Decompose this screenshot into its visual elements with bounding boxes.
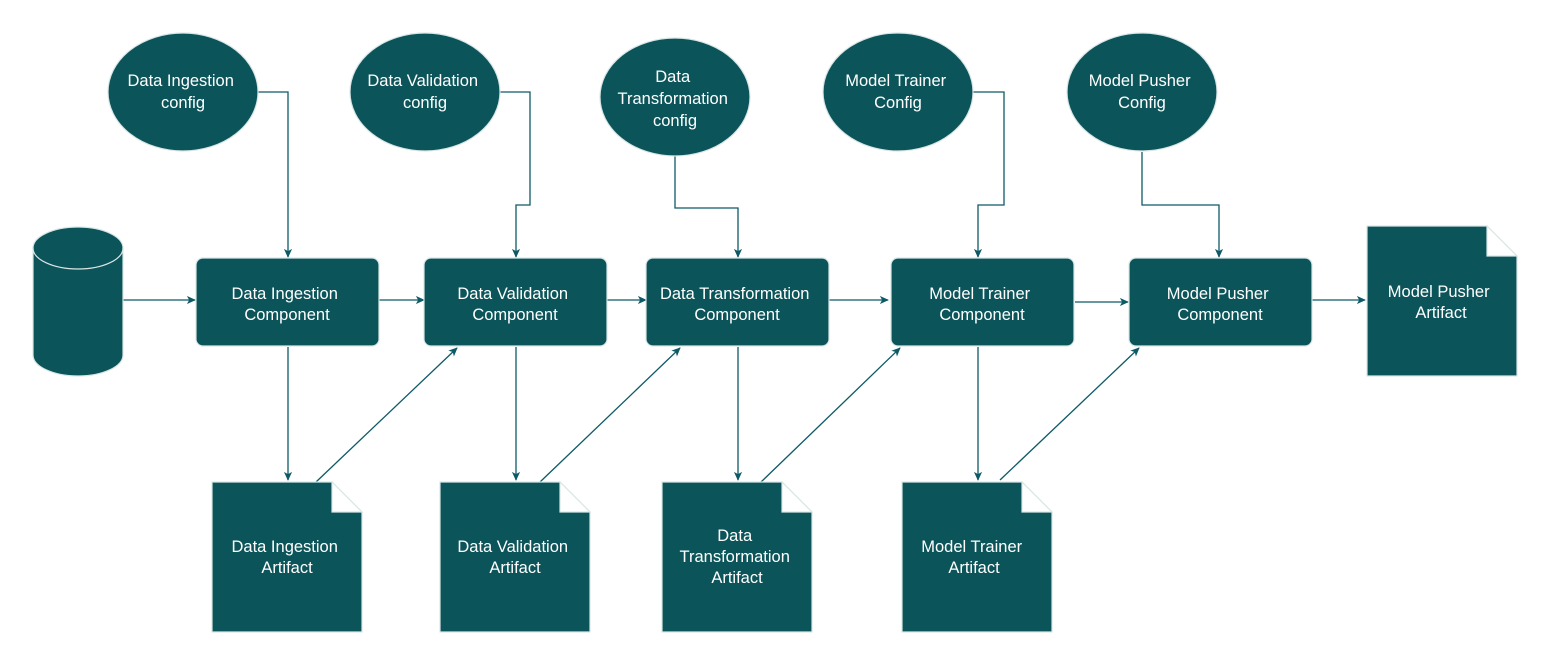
artifact-label-line: Artifact bbox=[711, 569, 763, 587]
component-box-data-ingestion: Data Ingestion Component bbox=[195, 257, 380, 347]
artifact-label-line: Artifact bbox=[489, 559, 541, 577]
svg-text:Data Transformation: Data Transformation Artifact bbox=[680, 527, 795, 587]
artifact-documents: Data Ingestion Artifact Data Validation … bbox=[211, 224, 1519, 633]
edge-ingestion-config-to-component bbox=[258, 91, 293, 258]
config-ellipses: Data Ingestion config Data Validation co… bbox=[107, 32, 1218, 157]
artifact-label-line: Artifact bbox=[948, 559, 1000, 577]
config-ellipse-data-transformation: Data Transformation config bbox=[599, 37, 751, 157]
edge-pusher-config-to-component bbox=[1141, 152, 1224, 258]
svg-text:Model Trainer Config: Model Trainer Config bbox=[845, 72, 950, 112]
edge-trainer-artifact-to-pusher bbox=[999, 347, 1140, 481]
svg-text:Data Ingestion Compone: Data Ingestion Component bbox=[232, 285, 343, 324]
svg-text:Data Validation config: Data Validation config bbox=[367, 72, 482, 112]
config-label-line: Model Trainer bbox=[845, 72, 946, 90]
config-label-line: Model Pusher bbox=[1089, 72, 1191, 90]
config-ellipse-data-validation: Data Validation config bbox=[349, 32, 501, 152]
artifact-label-line: Data bbox=[717, 527, 753, 545]
svg-text:Data Transformation Co: Data Transformation Component bbox=[660, 285, 814, 324]
artifact-doc-model-trainer: Model Trainer Artifact bbox=[901, 480, 1054, 633]
artifact-label-line: Transformation bbox=[680, 548, 790, 566]
data-source-cylinder bbox=[32, 226, 124, 377]
edges bbox=[123, 91, 1366, 483]
config-label-line: Data bbox=[655, 68, 691, 86]
artifact-label-line: Data Ingestion bbox=[232, 538, 338, 556]
edge-transformation-config-to-component bbox=[674, 156, 743, 258]
component-label-line: Component bbox=[939, 306, 1025, 324]
svg-text:Data Transformation: Data Transformation config bbox=[618, 68, 733, 130]
config-label-line: Data Validation bbox=[367, 72, 478, 90]
edge-validation-config-to-component bbox=[500, 91, 531, 258]
edge-trainer-config-to-component bbox=[973, 91, 1005, 258]
component-label-line: Data Transformation bbox=[660, 285, 809, 303]
edge-validation-artifact-to-transformation bbox=[539, 347, 681, 483]
component-box-model-pusher: Model Pusher Component bbox=[1128, 257, 1313, 347]
artifact-label-line: Artifact bbox=[261, 559, 313, 577]
svg-text:Data Ingestion config: Data Ingestion config bbox=[128, 72, 239, 112]
svg-text:Model Trainer Artifact: Model Trainer Artifact bbox=[921, 538, 1026, 577]
artifact-label-line: Data Validation bbox=[457, 538, 568, 556]
component-label-line: Model Pusher bbox=[1167, 285, 1269, 303]
edge-ingestion-artifact-to-validation bbox=[315, 347, 458, 483]
component-label-line: Component bbox=[694, 306, 780, 324]
component-box-data-validation: Data Validation Component bbox=[423, 257, 608, 347]
artifact-doc-data-validation: Data Validation Artifact bbox=[439, 480, 592, 633]
config-ellipse-data-ingestion: Data Ingestion config bbox=[107, 32, 259, 152]
svg-text:Model Pusher Artifact: Model Pusher Artifact bbox=[1388, 283, 1494, 322]
component-label-line: Component bbox=[472, 306, 558, 324]
config-label-line: config bbox=[653, 112, 697, 130]
artifact-label-line: Model Pusher bbox=[1388, 283, 1490, 301]
config-label-line: Data Ingestion bbox=[128, 72, 234, 90]
svg-text:Model Pusher Config: Model Pusher Config bbox=[1089, 72, 1195, 112]
artifact-label-line: Artifact bbox=[1415, 304, 1467, 322]
artifact-doc-model-pusher: Model Pusher Artifact bbox=[1366, 224, 1519, 377]
artifact-label-line: Model Trainer bbox=[921, 538, 1022, 556]
config-label-line: Config bbox=[874, 94, 922, 112]
svg-text:Model Pusher Component: Model Pusher Component bbox=[1167, 285, 1273, 324]
svg-text:Data Ingestion Artifac: Data Ingestion Artifact bbox=[232, 538, 343, 577]
edge-transformation-artifact-to-trainer bbox=[760, 347, 901, 483]
component-boxes: Data Ingestion Component Data Validation… bbox=[195, 257, 1313, 347]
config-label-line: Transformation bbox=[618, 90, 728, 108]
component-label-line: Data Ingestion bbox=[232, 285, 338, 303]
config-label-line: config bbox=[403, 94, 447, 112]
component-label-line: Component bbox=[1177, 306, 1263, 324]
svg-text:Data Validation Compon: Data Validation Component bbox=[457, 285, 572, 324]
component-box-data-transformation: Data Transformation Component bbox=[645, 257, 830, 347]
component-label-line: Model Trainer bbox=[929, 285, 1030, 303]
component-label-line: Data Validation bbox=[457, 285, 568, 303]
config-label-line: Config bbox=[1118, 94, 1166, 112]
config-label-line: config bbox=[161, 94, 205, 112]
svg-text:Model Trainer Componen: Model Trainer Component bbox=[929, 285, 1034, 324]
config-ellipse-model-pusher: Model Pusher Config bbox=[1066, 32, 1218, 152]
component-label-line: Component bbox=[244, 306, 330, 324]
svg-text:Data Validation Artifa: Data Validation Artifact bbox=[457, 538, 572, 577]
config-ellipse-model-trainer: Model Trainer Config bbox=[822, 32, 974, 152]
artifact-doc-data-transformation: Data Transformation Artifact bbox=[661, 480, 814, 633]
component-box-model-trainer: Model Trainer Component bbox=[890, 257, 1075, 347]
artifact-doc-data-ingestion: Data Ingestion Artifact bbox=[211, 480, 364, 633]
